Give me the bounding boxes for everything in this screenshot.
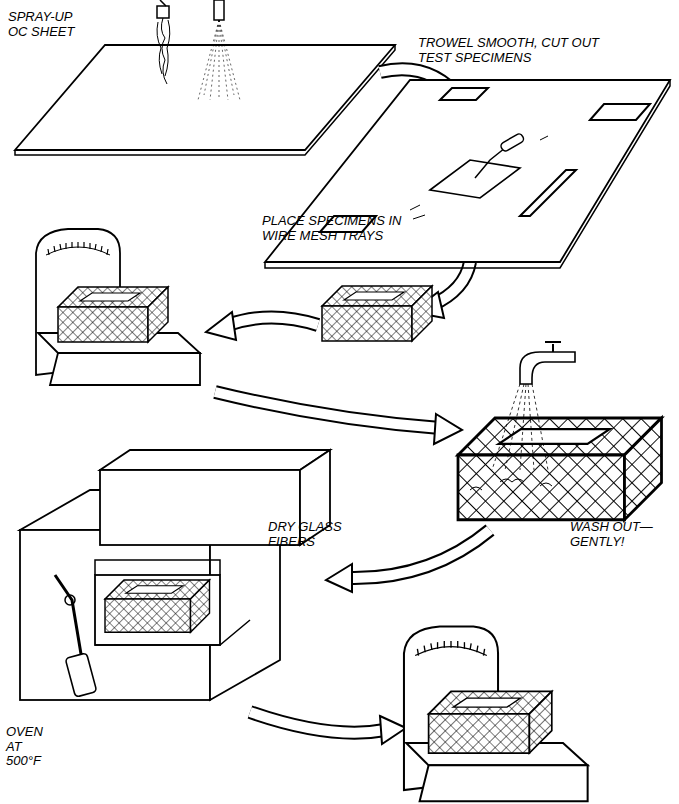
oven [20,450,330,700]
weighing-scale [36,229,200,385]
weighing-scale [404,626,588,801]
wash-tray [458,342,662,520]
step-label: TROWEL SMOOTH, CUT OUT TEST SPECIMENS [418,36,618,65]
step-label: WASH OUT— GENTLY! [570,520,660,549]
step-label: PLACE SPECIMENS IN WIRE MESH TRAYS [262,214,422,243]
step-label: SPRAY-UP OC SHEET [8,10,88,39]
step-label: OVEN AT 500°F [6,725,56,769]
mesh-tray [322,286,432,341]
step-label: DRY GLASS FIBERS [268,520,348,549]
